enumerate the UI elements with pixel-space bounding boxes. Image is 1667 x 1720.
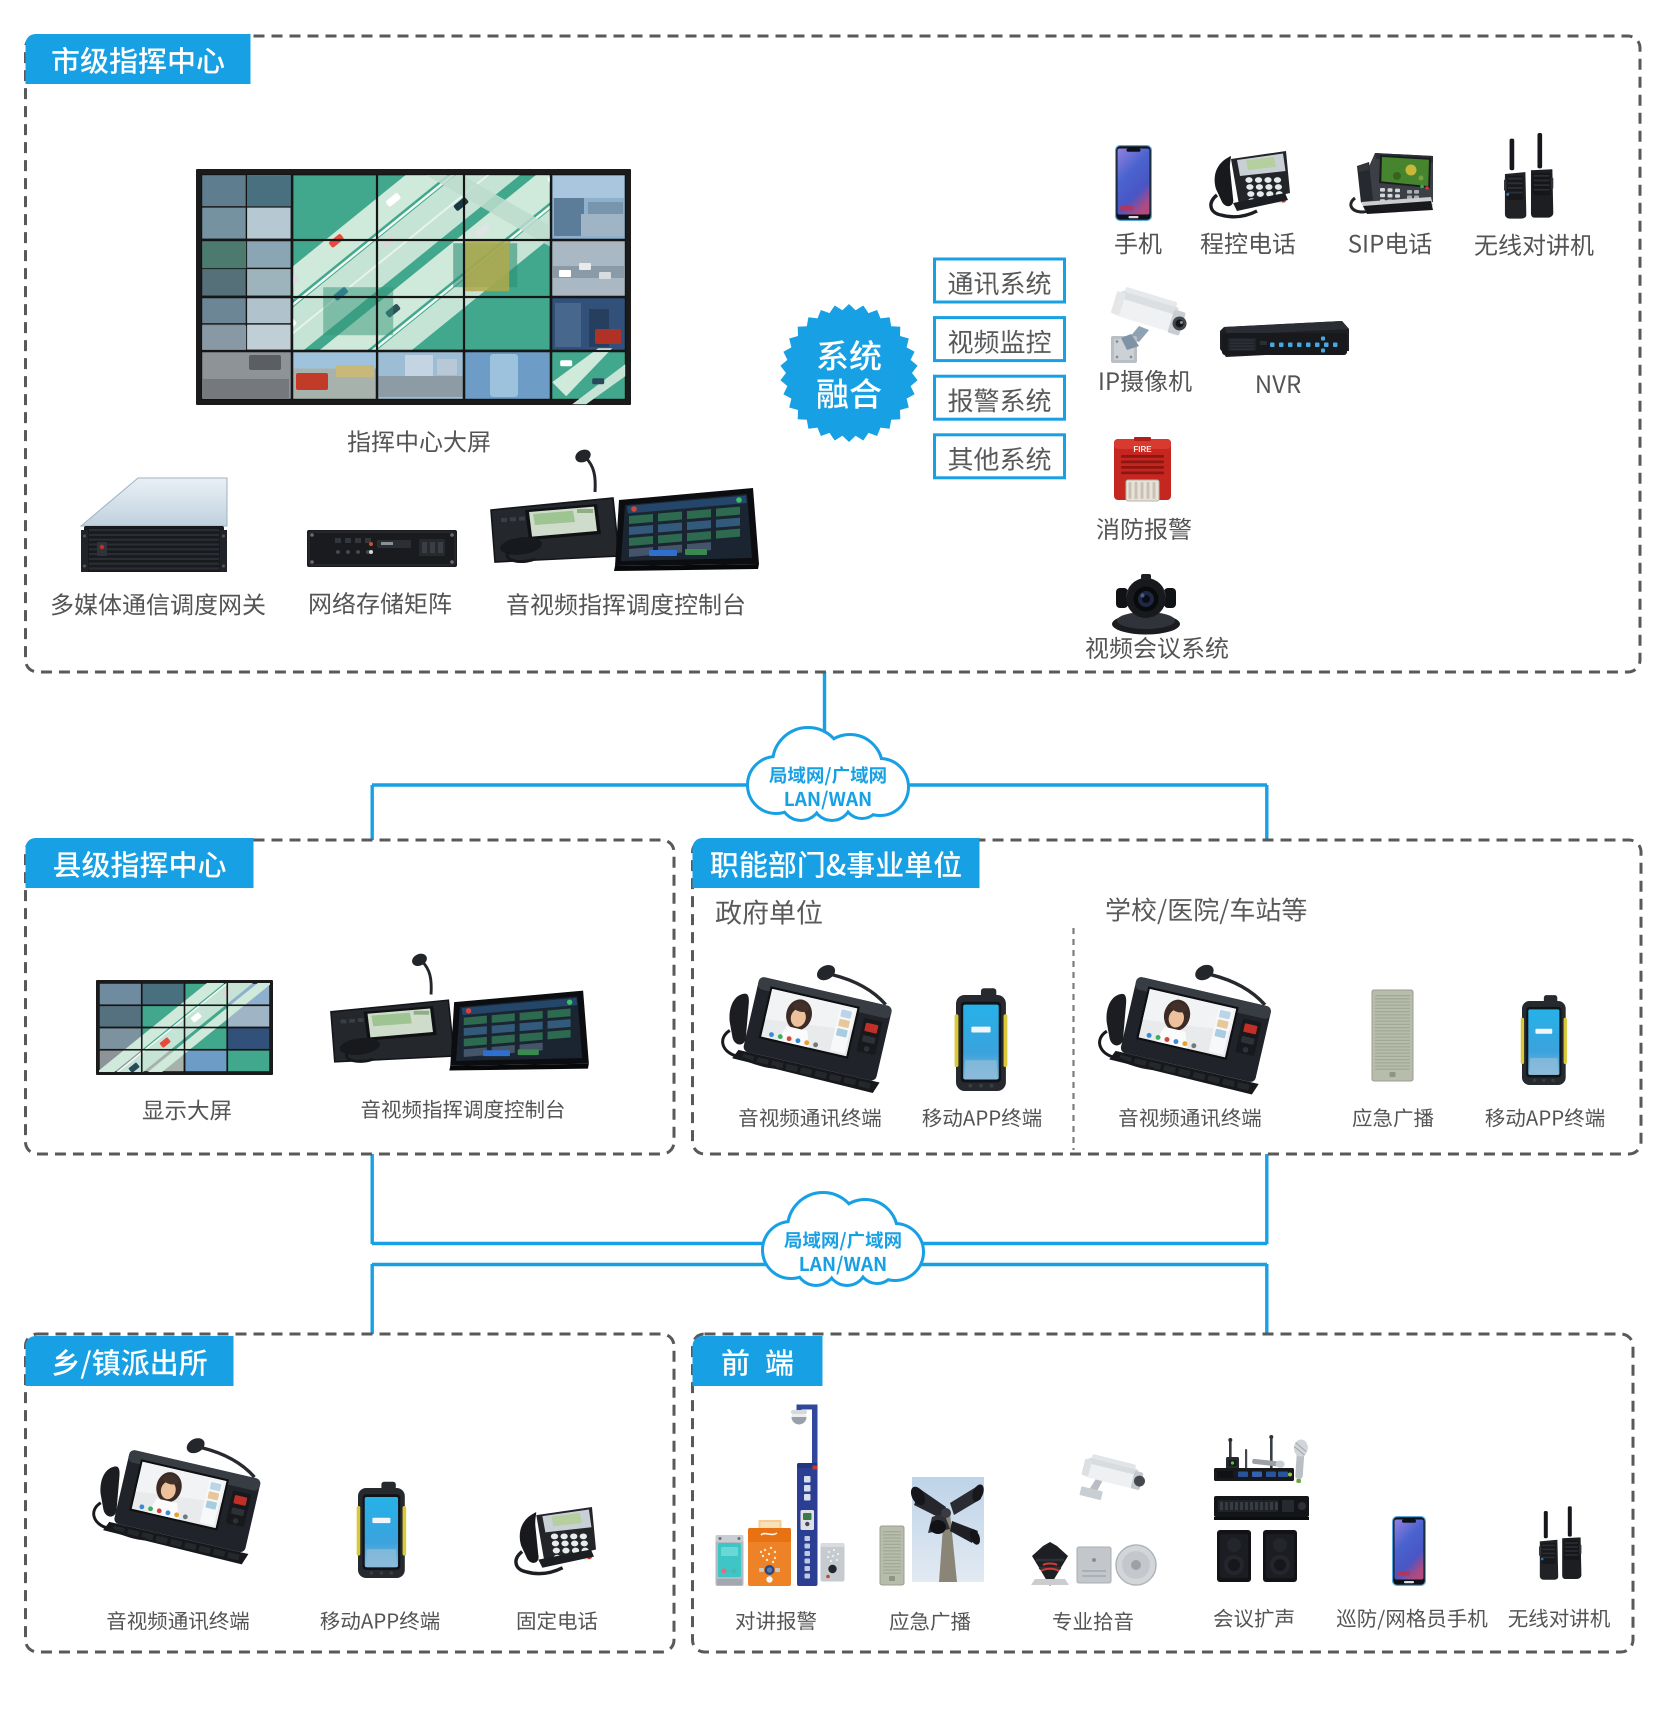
- svg-text:FIRE: FIRE: [1133, 445, 1152, 454]
